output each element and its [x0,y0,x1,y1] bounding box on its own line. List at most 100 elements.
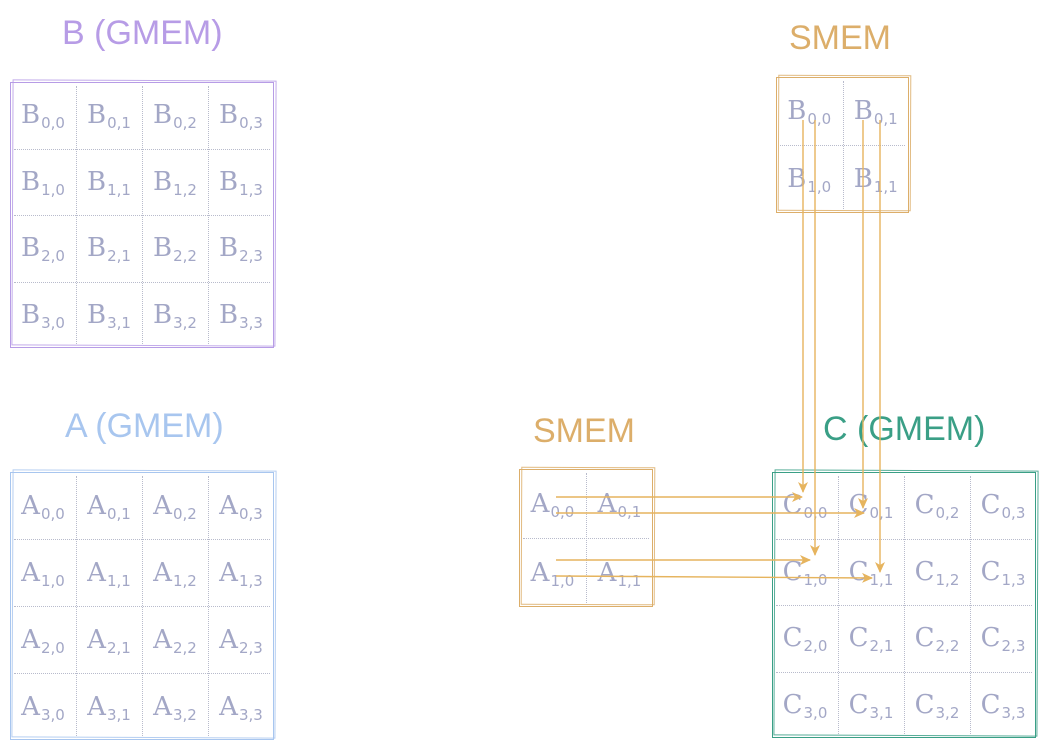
cell-letter: B [87,166,107,197]
grid-divider [776,605,1032,606]
cell-subscript: 2,2 [173,247,197,266]
cell-letter: B [153,100,173,131]
cell-letter: C [782,623,803,654]
grid-divider [14,148,270,150]
cell-letter: A [530,557,550,588]
cell-subscript: 2,1 [869,637,894,656]
cell-subscript: 1,3 [238,571,263,590]
cell-letter: B [219,299,239,330]
cell-subscript: 2,2 [935,637,960,656]
cell-letter: C [914,623,935,654]
cell-subscript: 0,0 [803,504,828,523]
cell-letter: C [980,623,1001,654]
c-gmem-title: C (GMEM) [823,410,986,448]
cell-letter: A [21,624,40,655]
grid-divider [776,671,1032,673]
cell-subscript: 1,0 [803,570,828,589]
cell-letter: B [787,96,807,126]
cell-subscript: 0,0 [550,502,575,521]
cell-subscript: 2,1 [107,247,131,266]
cell-subscript: 3,3 [239,313,263,332]
cell-subscript: 2,0 [803,637,828,656]
cell-subscript: 0,3 [1001,504,1026,523]
grid-divider [14,606,270,607]
cell-letter: C [782,689,803,720]
cell-letter: A [597,557,617,588]
cell-letter: B [219,233,239,264]
cell-subscript: 0,2 [172,504,197,523]
cell-letter: C [848,623,869,654]
a-gmem-title: A (GMEM) [65,407,224,445]
cell-subscript: 1,2 [173,180,197,199]
cell-letter: C [914,556,935,587]
cell-letter: B [219,166,239,197]
cell-letter: B [87,100,107,131]
cell-subscript: 0,0 [40,504,65,523]
cell-subscript: 1,0 [550,571,575,590]
cell-letter: C [914,490,935,521]
cell-letter: B [87,233,107,264]
cell-subscript: 0,0 [807,110,832,128]
cell-letter: C [848,490,869,521]
smem-b-title: SMEM [789,19,891,57]
cell-letter: A [219,490,238,521]
cell-letter: B [153,233,173,264]
cell-letter: B [21,166,41,197]
cell-letter: B [853,96,873,126]
grid-divider [523,538,649,539]
tile-border [776,77,909,213]
grid-divider [14,673,270,674]
cell-letter: A [87,557,106,588]
cell-subscript: 1,1 [617,571,642,590]
cell-subscript: 1,1 [869,570,894,589]
cell-letter: A [597,488,617,519]
tile-border [10,82,274,348]
cell-subscript: 3,0 [41,313,65,332]
cell-letter: C [782,490,803,521]
b-gmem-title: B (GMEM) [62,14,223,52]
cell-subscript: 3,0 [803,703,828,722]
cell-subscript: 3,3 [238,705,263,724]
cell-subscript: 0,1 [107,114,131,133]
cell-subscript: 1,1 [106,571,131,590]
cell-letter: B [219,100,239,131]
cell-letter: A [21,691,40,722]
cell-subscript: 1,1 [873,178,898,196]
cell-subscript: 1,1 [107,180,131,199]
cell-subscript: 2,2 [172,638,197,657]
cell-subscript: 2,1 [106,638,131,657]
cell-subscript: 0,3 [239,114,263,133]
